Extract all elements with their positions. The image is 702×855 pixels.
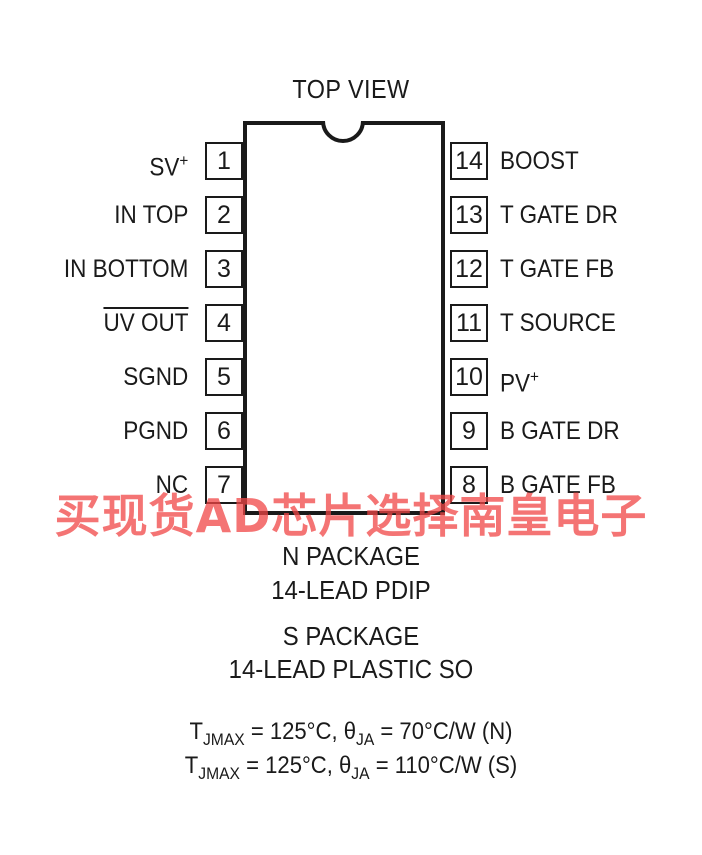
pin-label: UV OUT [102,309,188,337]
pin-label: IN BOTTOM [63,255,188,283]
pin-label: T GATE DR [500,201,618,229]
thermal-spec-s: TJMAX = 125°C, θJA = 110°C/W (S) [184,752,518,783]
pin-number-box: 13 [450,196,488,234]
pin-label: T GATE FB [500,255,615,283]
pin-label: SGND [122,363,188,391]
ic-package-body [243,121,445,515]
pin-number-box: 8 [450,466,488,504]
pin-label: SV+ [149,151,188,182]
pin-label: PGND [122,417,188,445]
pin-label: T SOURCE [500,309,616,337]
pin-number-box: 9 [450,412,488,450]
pin-number-box: 4 [205,304,243,342]
pin-label: NC [155,471,188,499]
pin-number-box: 2 [205,196,243,234]
pin-label: B GATE FB [500,471,616,499]
s-package-name: S PACKAGE [282,621,420,651]
pin1-notch-marker [321,120,365,143]
pin-number-box: 3 [205,250,243,288]
watermark-text: 买现货AD芯片选择南皇电子 [54,489,648,543]
pin-number-box: 12 [450,250,488,288]
pin-number-box: 5 [205,358,243,396]
n-package-name: N PACKAGE [282,541,420,571]
pin-label: IN TOP [113,201,188,229]
view-title: TOP VIEW [292,74,410,104]
pin-number-box: 14 [450,142,488,180]
pin-number-box: 1 [205,142,243,180]
pin-number-box: 10 [450,358,488,396]
pin-number-box: 7 [205,466,243,504]
pin-number-box: 11 [450,304,488,342]
n-package-desc: 14-LEAD PDIP [271,575,431,605]
pin-number-box: 6 [205,412,243,450]
pin-label: B GATE DR [500,417,620,445]
pin-label: BOOST [500,147,579,175]
s-package-desc: 14-LEAD PLASTIC SO [228,654,474,684]
thermal-spec-n: TJMAX = 125°C, θJA = 70°C/W (N) [189,718,513,749]
pin-label: PV+ [500,367,539,398]
